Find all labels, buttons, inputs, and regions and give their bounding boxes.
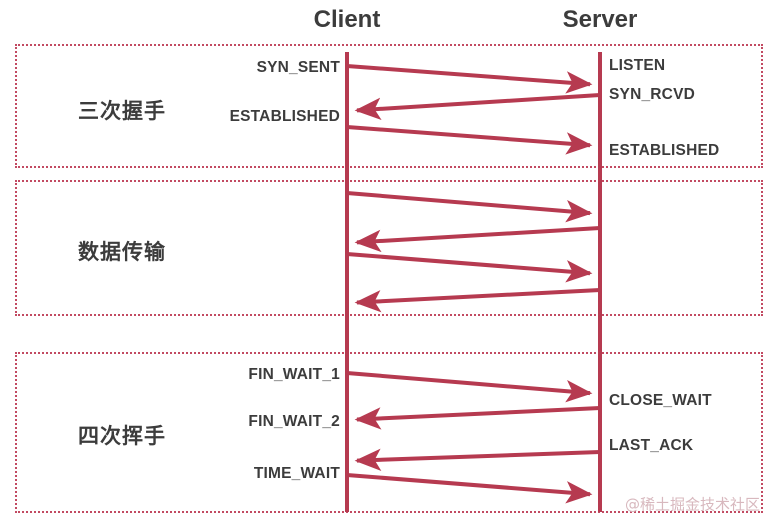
column-header-client: Client bbox=[313, 6, 381, 33]
phase-label-three-way-handshake: 三次握手 bbox=[78, 99, 166, 123]
state-label-syn-rcvd: SYN_RCVD bbox=[609, 86, 696, 103]
state-label-time-wait: TIME_WAIT bbox=[253, 465, 340, 482]
phase-label-data-transfer: 数据传输 bbox=[78, 240, 166, 264]
state-label-syn-sent: SYN_SENT bbox=[256, 59, 340, 76]
column-header-server: Server bbox=[562, 6, 638, 33]
state-label-close-wait: CLOSE_WAIT bbox=[609, 392, 712, 409]
server-lifeline bbox=[598, 52, 602, 512]
state-label-listen: LISTEN bbox=[609, 57, 666, 74]
phase-box-three-way-handshake bbox=[15, 44, 763, 168]
state-label-established-server: ESTABLISHED bbox=[609, 142, 720, 159]
state-label-fin-wait-1: FIN_WAIT_1 bbox=[248, 366, 340, 383]
watermark-text: @稀土掘金技术社区 bbox=[624, 495, 760, 514]
phase-box-data-transfer bbox=[15, 180, 763, 316]
state-label-fin-wait-2: FIN_WAIT_2 bbox=[248, 413, 340, 430]
phase-label-four-way-handshake: 四次挥手 bbox=[78, 424, 166, 448]
state-label-established-client: ESTABLISHED bbox=[229, 108, 340, 125]
phase-box-four-way-handshake bbox=[15, 352, 763, 513]
state-label-last-ack: LAST_ACK bbox=[609, 437, 694, 454]
client-lifeline bbox=[345, 52, 349, 512]
